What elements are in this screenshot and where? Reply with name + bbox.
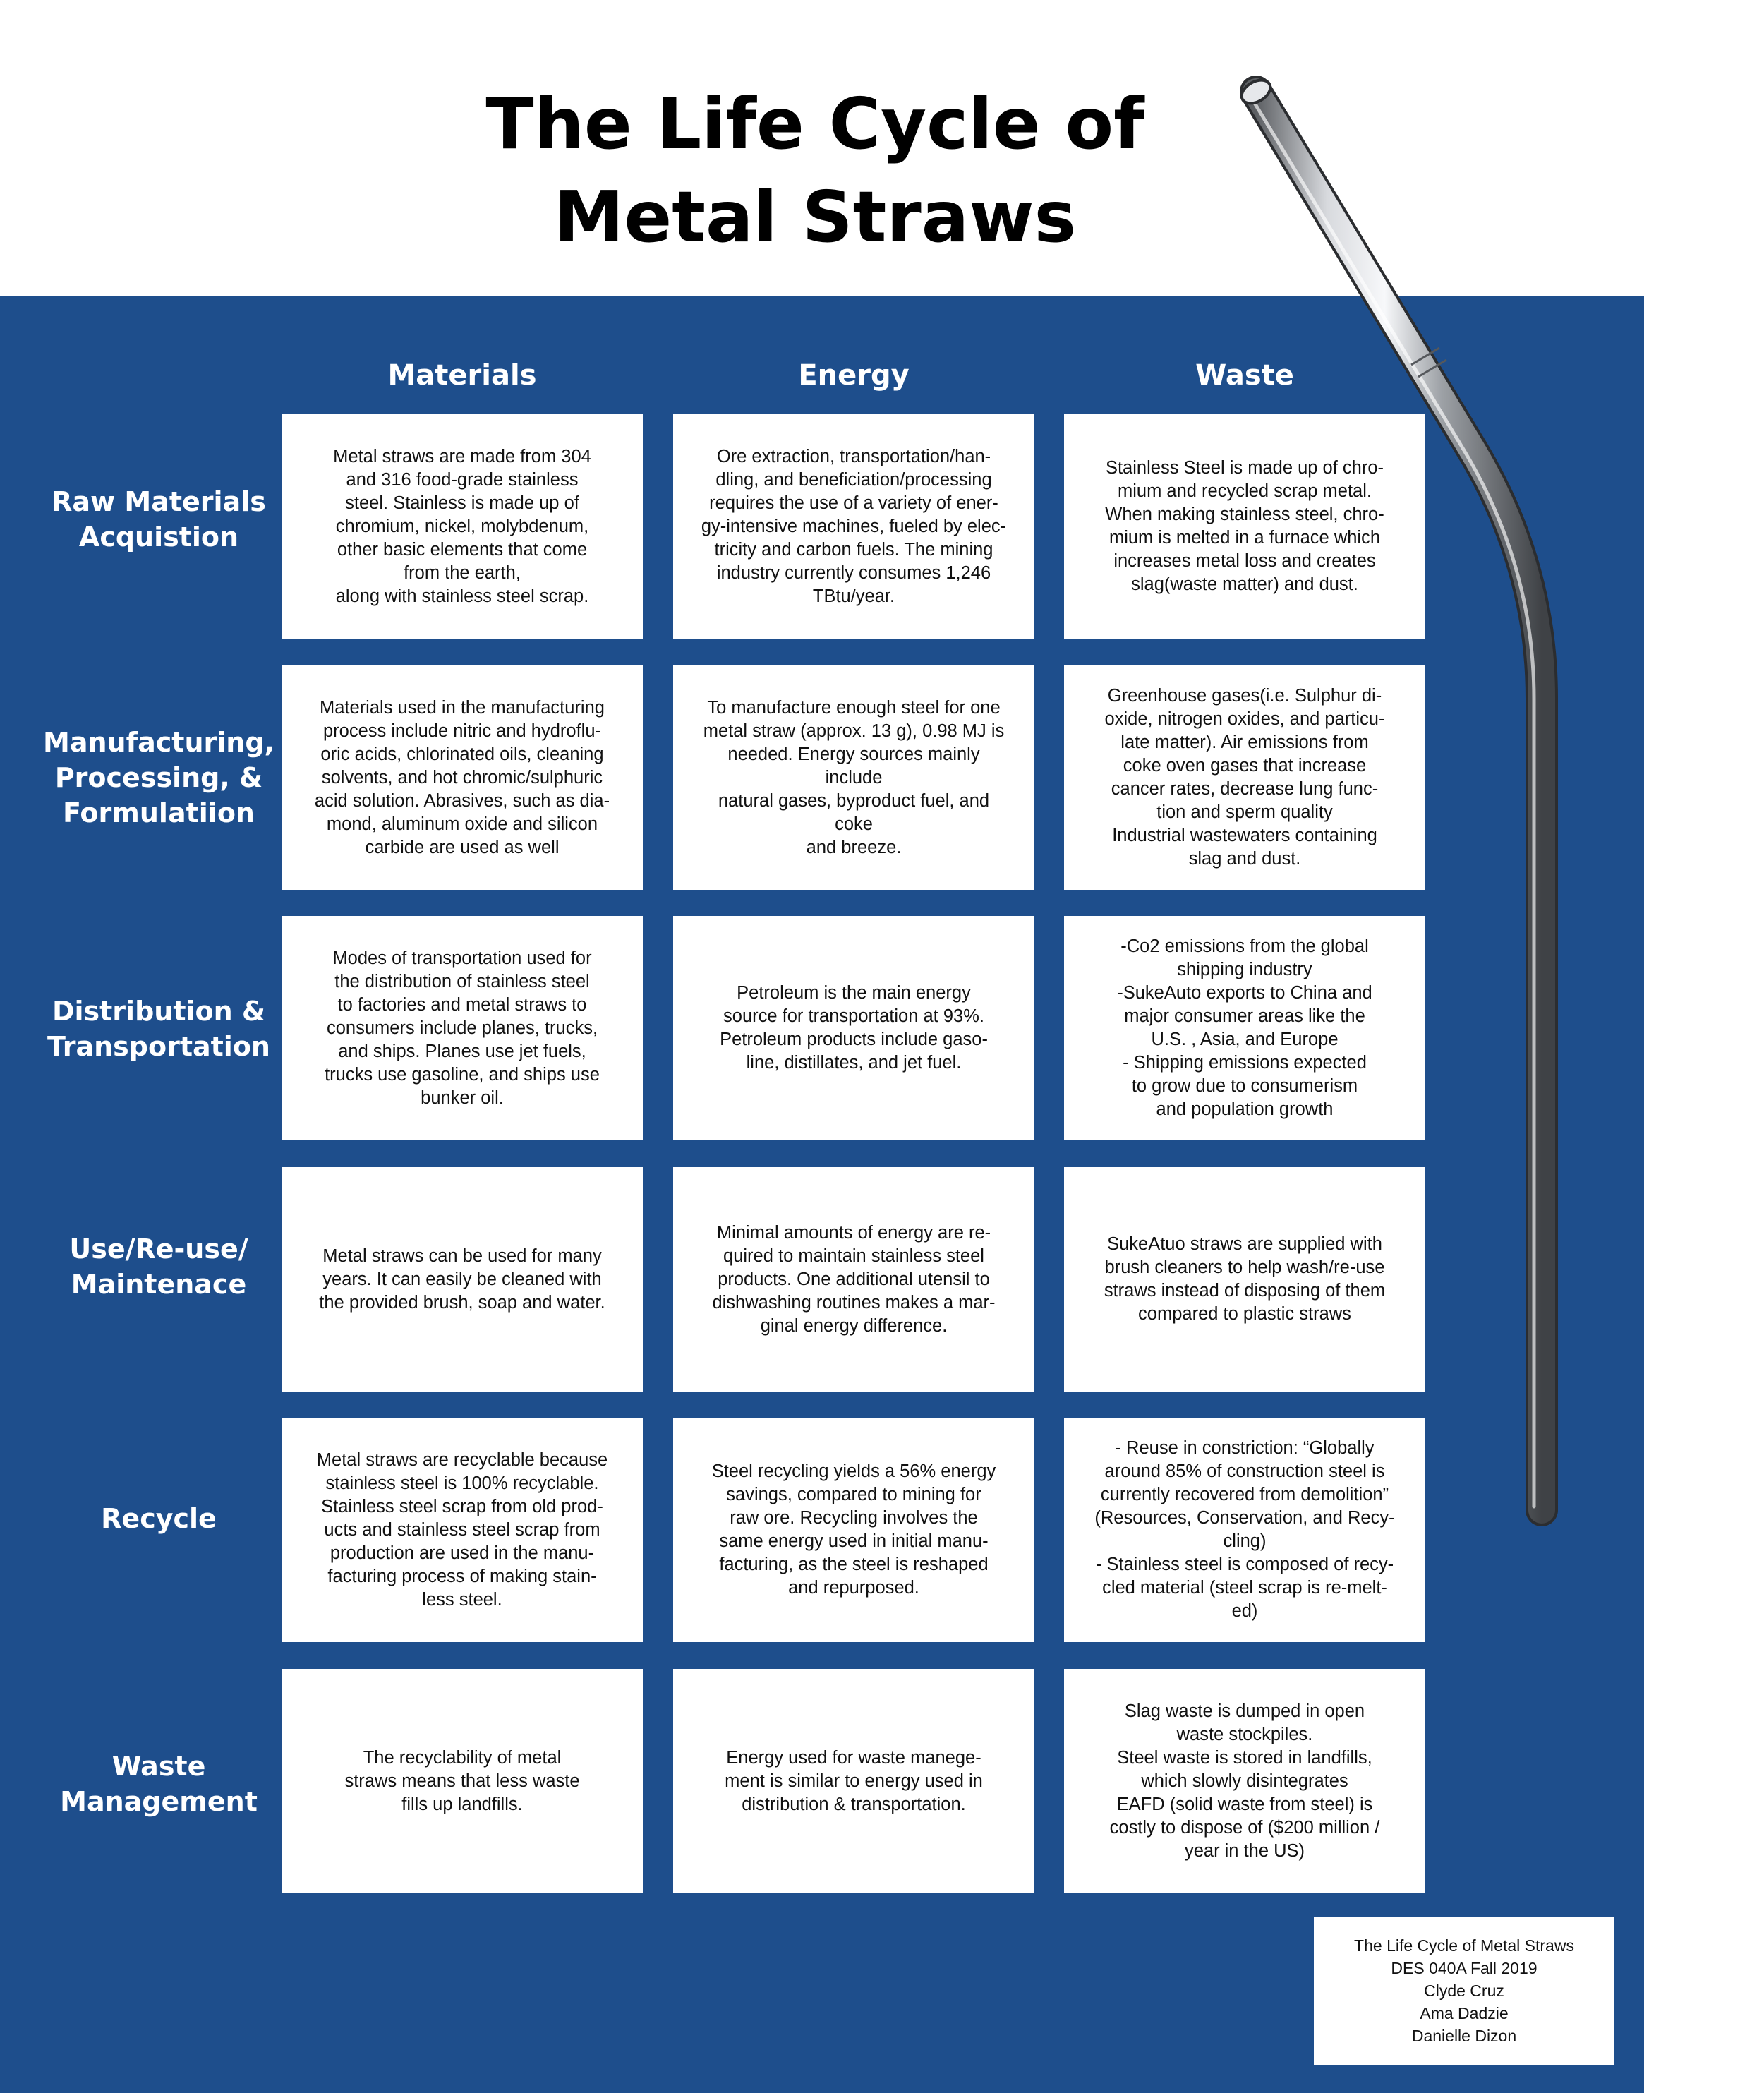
- credits-author: Clyde Cruz: [1424, 1982, 1504, 2000]
- cell-recycle-energy: Steel recycling yields a 56% energy savi…: [673, 1418, 1034, 1642]
- cell-text: Metal straws can be used for many years.…: [319, 1245, 605, 1313]
- column-header-materials: Materials: [387, 359, 537, 392]
- cell-text: - Reuse in constriction: “Globally aroun…: [1094, 1438, 1395, 1621]
- credits-author: Danielle Dizon: [1411, 2027, 1517, 2045]
- cell-manufacturing-energy: To manufacture enough steel for one meta…: [673, 665, 1034, 890]
- cell-text: Materials used in the manufacturing proc…: [314, 697, 610, 857]
- cell-text: Metal straws are made from 304 and 316 f…: [333, 446, 591, 606]
- credits-box: The Life Cycle of Metal Straws DES 040A …: [1314, 1917, 1614, 2065]
- row-label-use-reuse: Use/Re-use/ Maintenace: [69, 1234, 248, 1300]
- credits-title: The Life Cycle of Metal Straws: [1354, 1936, 1574, 1955]
- cell-text: Greenhouse gases(i.e. Sulphur di- oxide,…: [1104, 686, 1385, 869]
- row-label-waste-management: Waste Management: [60, 1751, 258, 1817]
- cell-text: Slag waste is dumped in open waste stock…: [1109, 1701, 1380, 1861]
- cell-raw-materials-waste: Stainless Steel is made up of chro- mium…: [1064, 414, 1425, 639]
- cell-raw-materials-materials: Metal straws are made from 304 and 316 f…: [282, 414, 643, 639]
- cell-text: Steel recycling yields a 56% energy savi…: [711, 1461, 996, 1598]
- cell-recycle-materials: Metal straws are recyclable because stai…: [282, 1418, 643, 1642]
- cell-text: SukeAtuo straws are supplied with brush …: [1104, 1234, 1386, 1324]
- credits-course: DES 040A Fall 2019: [1391, 1959, 1538, 1977]
- cell-text: -Co2 emissions from the global shipping …: [1117, 936, 1372, 1119]
- metal-straw-image: [1240, 76, 1558, 1526]
- cell-text: To manufacture enough steel for one meta…: [703, 697, 1005, 857]
- cell-text: Ore extraction, transportation/han- dlin…: [701, 446, 1007, 606]
- cell-waste-management-energy: Energy used for waste manege- ment is si…: [673, 1669, 1034, 1893]
- cell-manufacturing-waste: Greenhouse gases(i.e. Sulphur di- oxide,…: [1064, 665, 1425, 890]
- cell-use-waste: SukeAtuo straws are supplied with brush …: [1064, 1167, 1425, 1392]
- row-label-recycle: Recycle: [101, 1503, 217, 1534]
- cell-text: Stainless Steel is made up of chro- mium…: [1105, 458, 1384, 594]
- cell-distribution-materials: Modes of transportation used for the dis…: [282, 916, 643, 1140]
- cell-raw-materials-energy: Ore extraction, transportation/han- dlin…: [673, 414, 1034, 639]
- cell-text: Metal straws are recyclable because stai…: [316, 1449, 608, 1610]
- cell-use-materials: Metal straws can be used for many years.…: [282, 1167, 643, 1392]
- cell-manufacturing-materials: Materials used in the manufacturing proc…: [282, 665, 643, 890]
- row-label-manufacturing: Manufacturing, Processing, & Formulatiio…: [43, 727, 274, 828]
- cell-text: Minimal amounts of energy are re- quired…: [712, 1222, 996, 1336]
- cell-waste-management-waste: Slag waste is dumped in open waste stock…: [1064, 1669, 1425, 1893]
- row-label-distribution: Distribution & Transportation: [47, 996, 270, 1062]
- credits-author: Ama Dadzie: [1420, 2004, 1509, 2022]
- cell-text: Energy used for waste manege- ment is si…: [725, 1747, 983, 1814]
- cell-recycle-waste: - Reuse in constriction: “Globally aroun…: [1064, 1418, 1425, 1642]
- cell-distribution-energy: Petroleum is the main energy source for …: [673, 916, 1034, 1140]
- cell-text: Modes of transportation used for the dis…: [325, 948, 600, 1108]
- cell-text: The recyclability of metal straws means …: [344, 1747, 580, 1814]
- cell-distribution-waste: -Co2 emissions from the global shipping …: [1064, 916, 1425, 1140]
- cell-use-energy: Minimal amounts of energy are re- quired…: [673, 1167, 1034, 1392]
- column-header-waste: Waste: [1195, 359, 1294, 392]
- column-header-energy: Energy: [798, 359, 910, 392]
- page-title: The Life Cycle of Metal Straws: [485, 83, 1144, 258]
- cell-waste-management-materials: The recyclability of metal straws means …: [282, 1669, 643, 1893]
- row-label-raw-materials: Raw Materials Acquistion: [52, 486, 266, 553]
- cell-text: Petroleum is the main energy source for …: [720, 983, 988, 1073]
